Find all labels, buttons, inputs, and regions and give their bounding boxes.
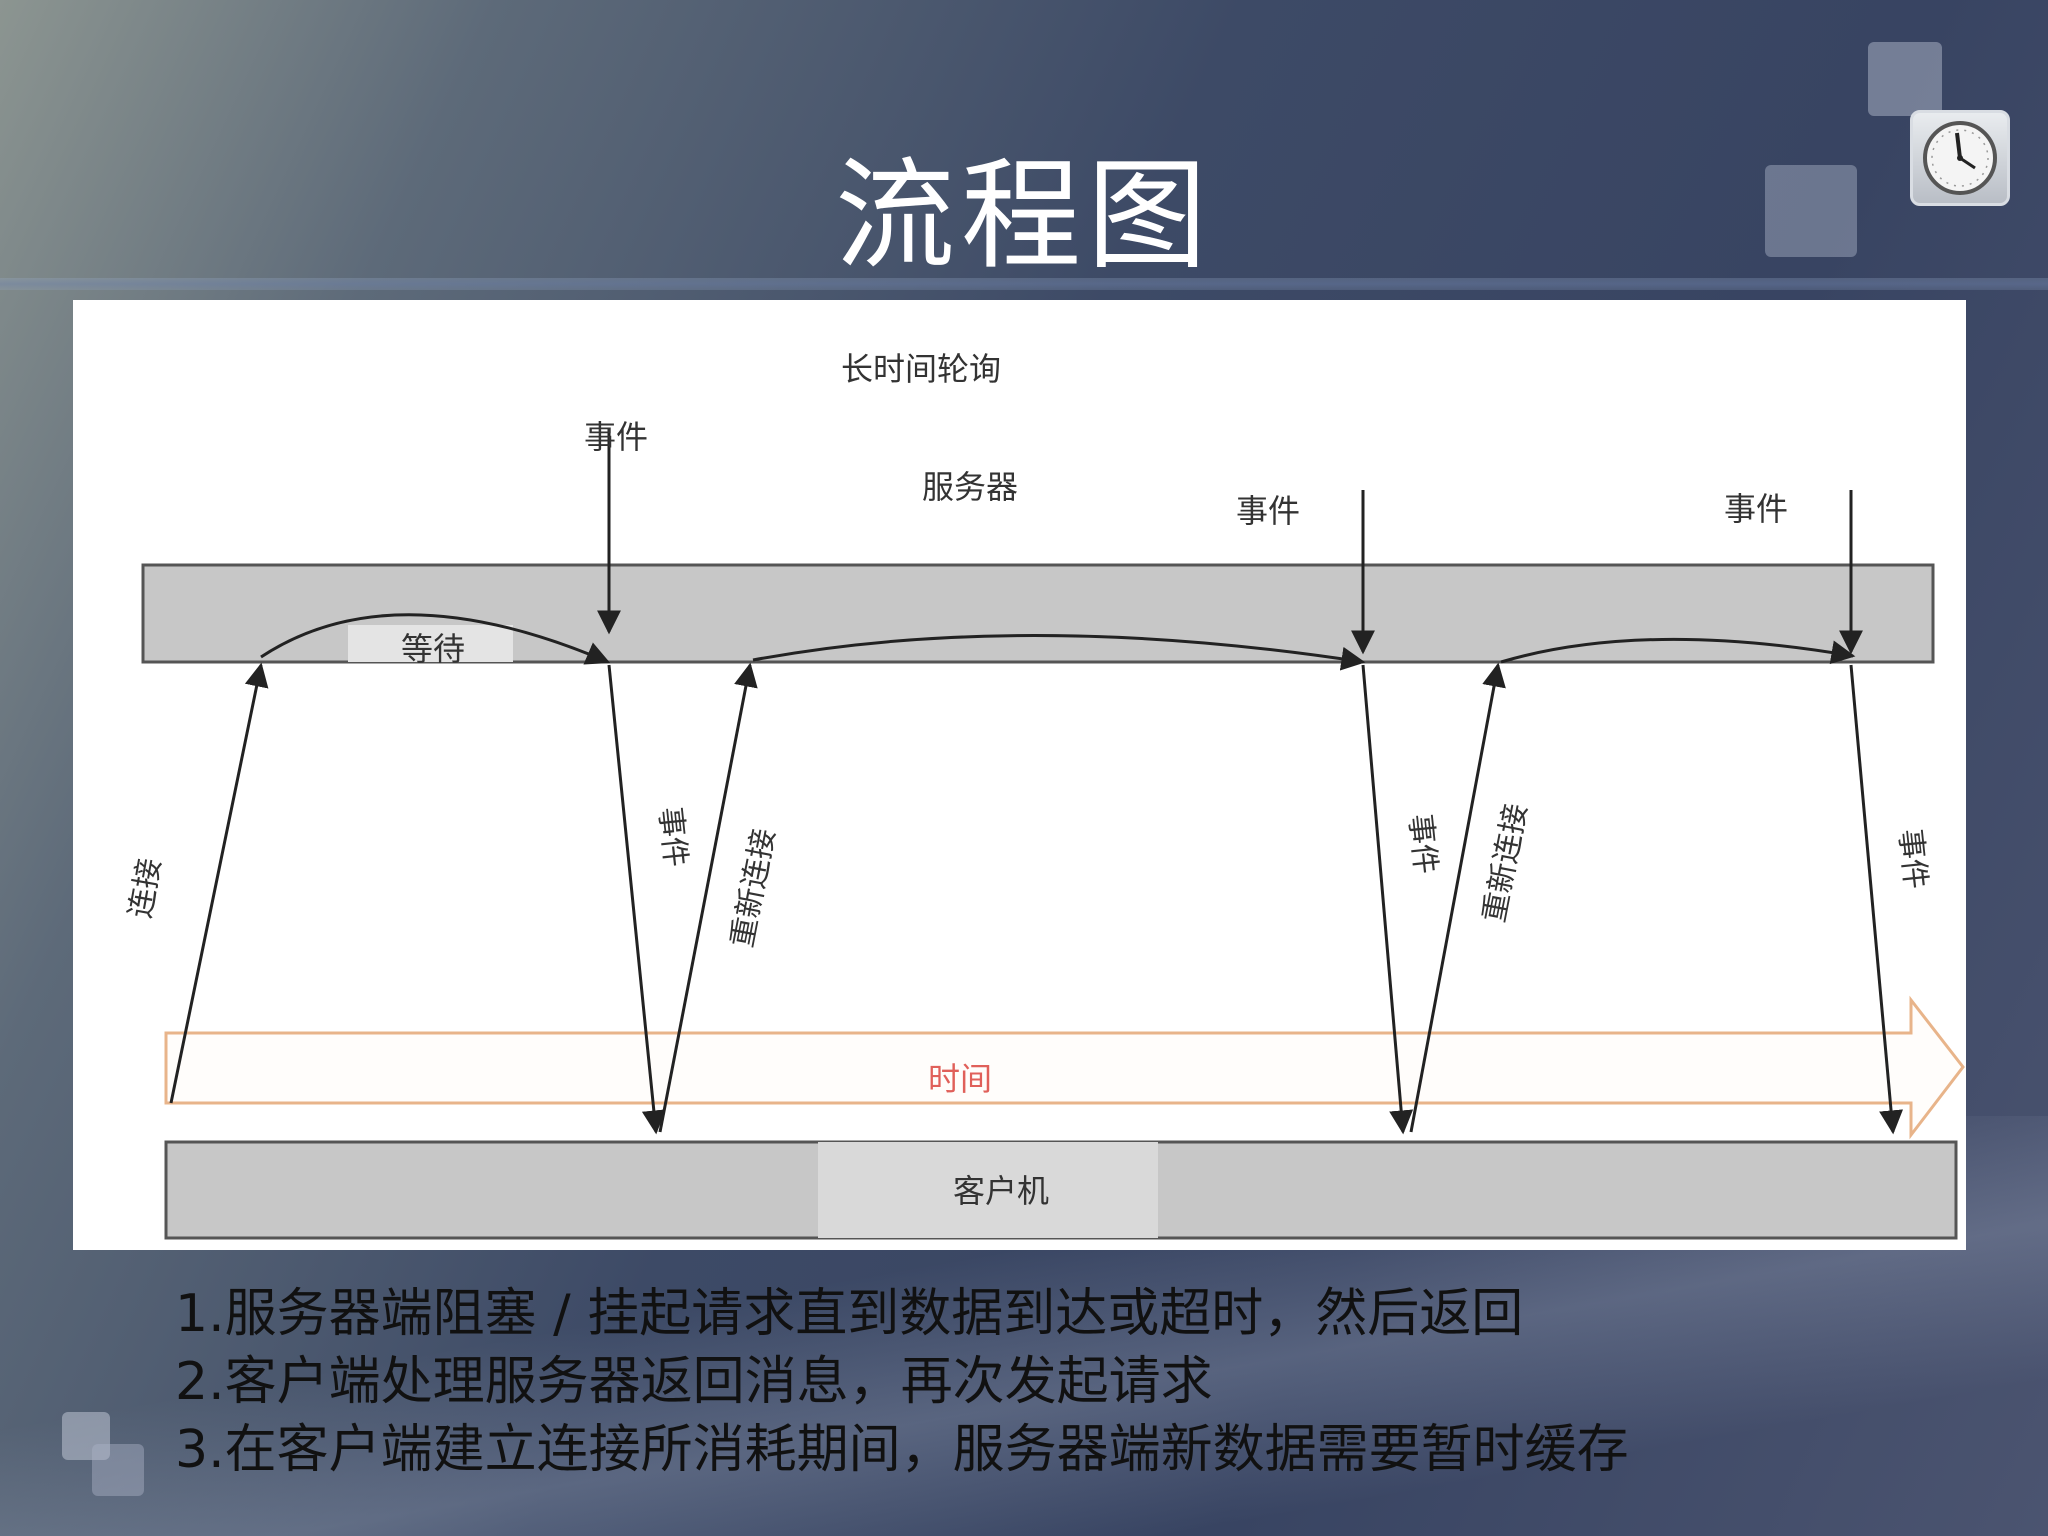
return-event-label-2: 事件 xyxy=(1402,812,1443,875)
server-arc-3 xyxy=(1500,637,1856,665)
reconnect-label-2: 重新连接 xyxy=(1477,801,1534,925)
connect-arrow xyxy=(169,662,269,1104)
wait-arc xyxy=(260,613,611,665)
wait-highlight xyxy=(348,625,513,662)
reconnect-arrow-1 xyxy=(658,662,758,1133)
connect-label: 连接 xyxy=(123,856,168,921)
diagram-heading: 长时间轮询 xyxy=(841,350,1001,388)
time-label: 时间 xyxy=(928,1060,992,1098)
return-event-label-1: 事件 xyxy=(652,805,693,868)
return-event-label-3: 事件 xyxy=(1892,827,1933,890)
diagram-panel: 长时间轮询 服务器 等待 事件 事件 事件 时间 客户机 连接 事件 重新连接 … xyxy=(73,300,1966,1250)
return-event-arrow-1 xyxy=(607,664,666,1135)
reconnect-arrow-2 xyxy=(1409,662,1506,1133)
event-label-2: 事件 xyxy=(1236,492,1300,530)
server-arc-2 xyxy=(752,634,1366,671)
note-item: 3.在客户端建立连接所消耗期间，服务器端新数据需要暂时缓存 xyxy=(175,1420,1629,1480)
server-label: 服务器 xyxy=(922,468,1018,506)
wait-label: 等待 xyxy=(401,630,465,668)
notes-list: 1.服务器端阻塞 / 挂起请求直到数据到达或超时，然后返回 2.客户端处理服务器… xyxy=(175,1280,2025,1484)
event-label-1: 事件 xyxy=(584,418,648,456)
event-label-3: 事件 xyxy=(1724,490,1788,528)
decor-square xyxy=(1868,42,1942,116)
time-arrow xyxy=(164,995,1965,1140)
client-label-highlight xyxy=(818,1142,1158,1238)
reconnect-label-1: 重新连接 xyxy=(725,826,782,950)
slide-title: 流程图 xyxy=(835,147,1213,286)
decor-square xyxy=(92,1444,144,1496)
note-item: 1.服务器端阻塞 / 挂起请求直到数据到达或超时，然后返回 xyxy=(175,1284,1524,1344)
decor-square xyxy=(1765,165,1857,257)
return-event-arrow-3 xyxy=(1849,664,1904,1135)
clock-icon xyxy=(1910,110,2010,206)
note-item: 2.客户端处理服务器返回消息，再次发起请求 xyxy=(175,1352,1213,1412)
client-label: 客户机 xyxy=(953,1172,1049,1210)
decor-square xyxy=(62,1412,110,1460)
return-event-arrow-2 xyxy=(1361,664,1414,1135)
title-divider xyxy=(0,278,2048,290)
